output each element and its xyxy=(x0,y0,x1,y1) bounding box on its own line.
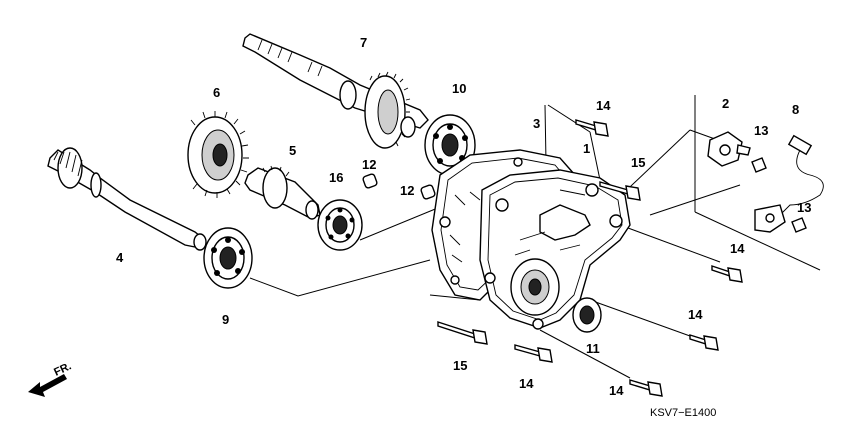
bolts-part-15 xyxy=(437,181,641,345)
speed-sensor-part-8 xyxy=(754,134,824,233)
callout-15-bottom: 15 xyxy=(453,358,467,373)
case-cover-part-1 xyxy=(479,169,631,330)
main-shaft-part-7 xyxy=(242,33,429,149)
callout-6: 6 xyxy=(213,85,220,100)
direction-label: FR. xyxy=(52,360,73,378)
bolts-part-14 xyxy=(514,119,743,397)
callout-2: 2 xyxy=(722,96,729,111)
gear-part-6 xyxy=(187,111,249,198)
callout-14-bottom-left: 14 xyxy=(519,376,534,391)
callout-14-mid-right: 14 xyxy=(688,307,703,322)
callout-12-upper: 12 xyxy=(362,157,376,172)
diagram-code: KSV7−E1400 xyxy=(650,407,716,419)
callout-14-top: 14 xyxy=(596,98,611,113)
callout-labels: 1 2 3 4 5 6 7 8 9 10 11 12 12 13 13 14 1… xyxy=(116,35,811,398)
callout-5: 5 xyxy=(289,143,296,158)
final-shaft-part-4 xyxy=(47,147,207,251)
callout-3: 3 xyxy=(533,116,540,131)
callout-15-right: 15 xyxy=(631,155,645,170)
countershaft-part-5 xyxy=(244,165,321,220)
sensor-bracket-part-2 xyxy=(707,131,751,167)
callout-12-lower: 12 xyxy=(400,183,414,198)
callout-13-upper: 13 xyxy=(754,123,768,138)
screws-part-13 xyxy=(751,157,807,233)
callout-9: 9 xyxy=(222,312,229,327)
callout-11: 11 xyxy=(586,341,600,356)
bearing-part-16 xyxy=(317,199,363,251)
bearing-part-9 xyxy=(203,227,253,289)
callout-4: 4 xyxy=(116,250,124,265)
callout-7: 7 xyxy=(360,35,367,50)
callout-10: 10 xyxy=(452,81,466,96)
callout-1: 1 xyxy=(583,141,590,156)
dowel-pins-part-12 xyxy=(362,173,436,200)
callout-13-lower: 13 xyxy=(797,200,811,215)
front-direction-arrow: FR. xyxy=(28,360,73,397)
callout-8: 8 xyxy=(792,102,799,117)
oil-seal-part-11 xyxy=(572,297,602,333)
callout-16: 16 xyxy=(329,170,343,185)
callout-14-right: 14 xyxy=(730,241,745,256)
callout-14-bottom-right: 14 xyxy=(609,383,624,398)
